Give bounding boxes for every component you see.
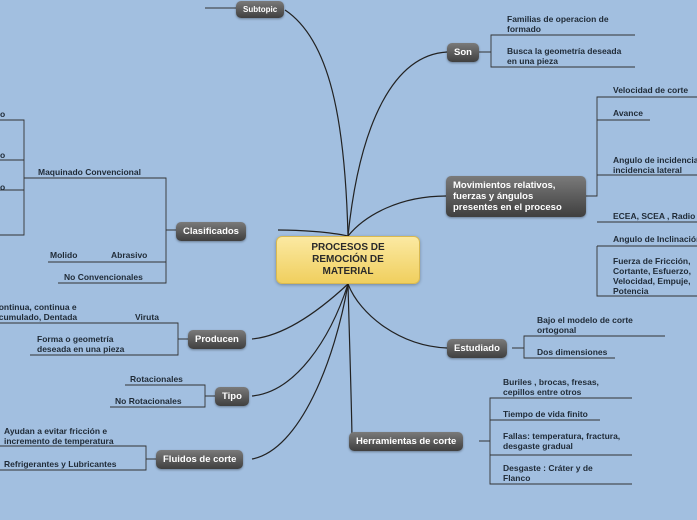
movimientos-item[interactable]: ECEA, SCEA , Radio [613, 211, 696, 221]
producen-label: Producen [195, 334, 239, 345]
viruta-label[interactable]: Viruta [135, 312, 159, 322]
subtopic-node[interactable]: Subtopic [236, 1, 285, 18]
fluidos-item[interactable]: Ayudan a evitar fricción e incremento de… [4, 426, 114, 446]
son-item[interactable]: Busca la geometría deseada en una pieza [507, 46, 622, 66]
fluidos-item[interactable]: Refrigerantes y Lubricantes [4, 459, 117, 469]
no-convencionales[interactable]: No Convencionales [64, 272, 143, 282]
movimientos-node[interactable]: Movimientos relativos, fuerzas y ángulos… [446, 176, 586, 217]
fluidos-label: Fluidos de corte [163, 454, 237, 465]
estudiado-item[interactable]: Dos dimensiones [537, 347, 608, 357]
maquinado-leaf[interactable]: o [0, 182, 6, 192]
molido-label[interactable]: Molido [50, 250, 78, 260]
estudiado-label: Estudiado [454, 343, 500, 354]
herramientas-item[interactable]: Fallas: temperatura, fractura, desgaste … [503, 431, 621, 451]
clasificados-node[interactable]: Clasificados [176, 222, 246, 241]
movimientos-item[interactable]: Fuerza de Fricción, Cortante, Esfuerzo, … [613, 256, 691, 296]
central-topic-label: PROCESOS DE REMOCIÓN DE MATERIAL [311, 242, 385, 277]
estudiado-node[interactable]: Estudiado [447, 339, 507, 358]
son-node[interactable]: Son [447, 43, 479, 62]
herramientas-label: Herramientas de corte [356, 436, 457, 447]
movimientos-item[interactable]: Velocidad de corte [613, 85, 689, 95]
movimientos-label: Movimientos relativos, fuerzas y ángulos… [453, 180, 562, 213]
abrasivo-label[interactable]: Abrasivo [111, 250, 148, 260]
forma-label[interactable]: Forma o geometría deseada en una pieza [37, 334, 125, 354]
central-topic[interactable]: PROCESOS DE REMOCIÓN DE MATERIAL [276, 236, 420, 284]
herramientas-item[interactable]: Desgaste : Cráter y de Flanco [503, 463, 593, 483]
son-item[interactable]: Familias de operacion de formado [507, 14, 609, 34]
producen-node[interactable]: Producen [188, 330, 246, 349]
tipo-label: Tipo [222, 391, 242, 402]
movimientos-item[interactable]: Avance [613, 108, 643, 118]
maquinado-leaf[interactable]: o [0, 109, 6, 119]
tipo-node[interactable]: Tipo [215, 387, 249, 406]
maquinado-leaf[interactable]: o [0, 150, 6, 160]
estudiado-item[interactable]: Bajo el modelo de corte ortogonal [537, 315, 633, 335]
son-label: Son [454, 47, 472, 58]
movimientos-item[interactable]: Angulo de incidencia, incidencia lateral [613, 155, 697, 175]
clasificados-label: Clasificados [183, 226, 239, 237]
subtopic-label: Subtopic [243, 5, 278, 14]
tipo-item[interactable]: No Rotacionales [115, 396, 182, 406]
herramientas-node[interactable]: Herramientas de corte [349, 432, 464, 451]
herramientas-item[interactable]: Buriles , brocas, fresas, cepillos entre… [503, 377, 599, 397]
movimientos-item[interactable]: Angulo de Inclinación [613, 234, 697, 244]
maquinado-convencional[interactable]: Maquinado Convencional [38, 167, 141, 177]
fluidos-node[interactable]: Fluidos de corte [156, 450, 244, 469]
herramientas-item[interactable]: Tiempo de vida finito [503, 409, 588, 419]
tipo-item[interactable]: Rotacionales [130, 374, 183, 384]
viruta-detail[interactable]: continua, continua e acumulado, Dentada [0, 302, 78, 322]
